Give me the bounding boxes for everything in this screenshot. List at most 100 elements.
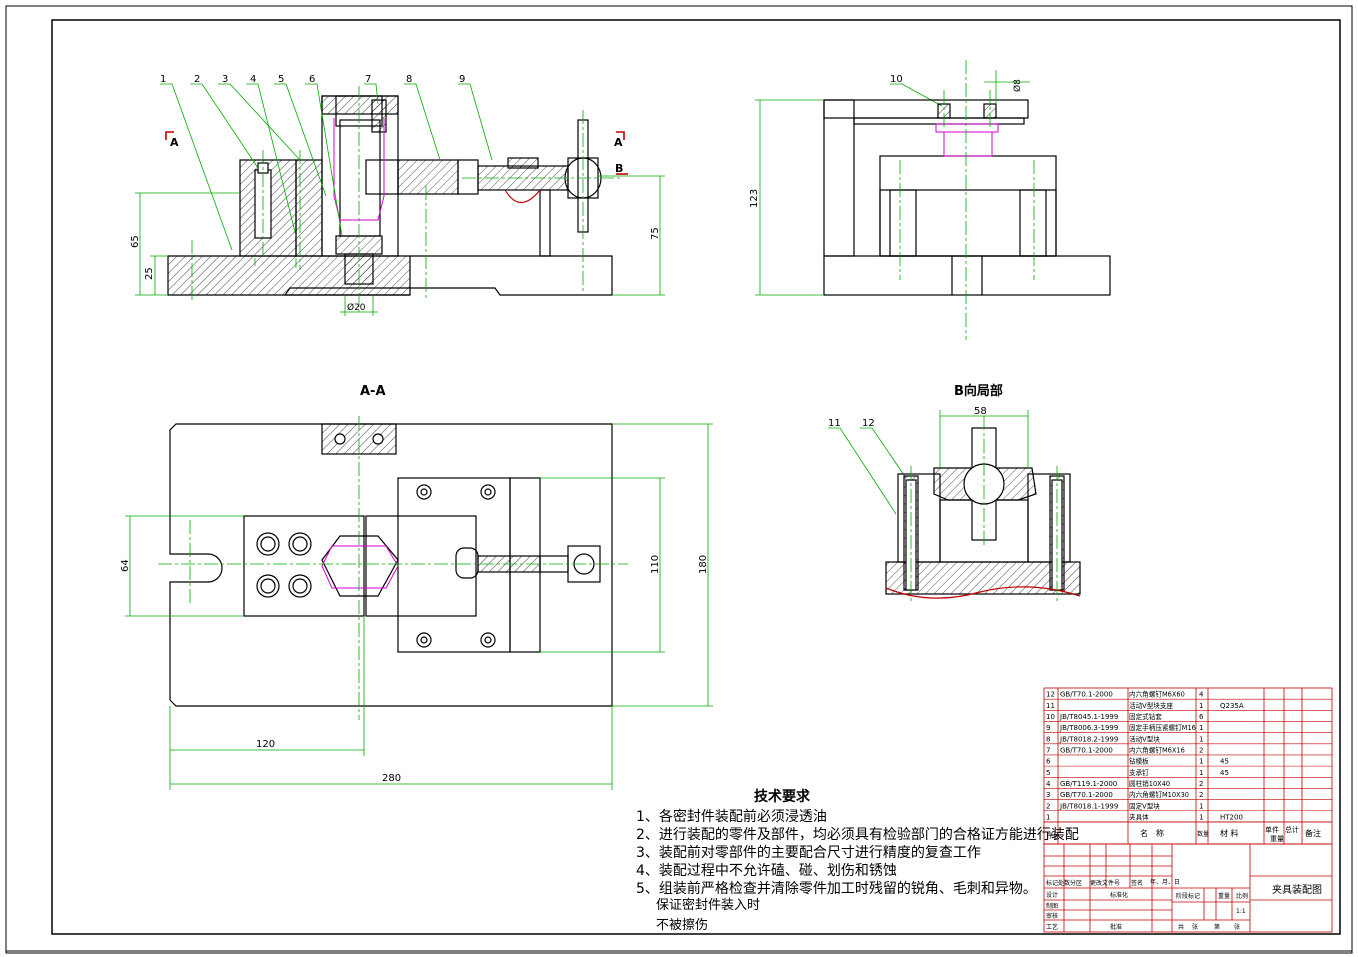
parts-row-name: 内六角螺钉M6X16 bbox=[1129, 745, 1185, 754]
inner-frame bbox=[51, 19, 1341, 935]
plan-view-dimension-lines bbox=[125, 423, 713, 790]
parts-row-name: 内六角螺钉M6X60 bbox=[1129, 690, 1185, 699]
parts-row-material: HT200 bbox=[1220, 813, 1243, 821]
b-view-label: B向局部 bbox=[954, 383, 1003, 399]
tb-process: 工艺 bbox=[1046, 923, 1058, 931]
dim-280: 280 bbox=[382, 773, 401, 784]
tb-draw: 制图 bbox=[1046, 902, 1058, 910]
parts-row-code: GB/T70.1-2000 bbox=[1060, 791, 1113, 799]
side-view-centerlines bbox=[899, 60, 1035, 340]
parts-row-qty: 2 bbox=[1199, 780, 1203, 788]
tb-design: 设计 bbox=[1046, 891, 1058, 899]
leader-number-8: 8 bbox=[406, 74, 412, 85]
parts-row-no: 8 bbox=[1046, 735, 1050, 743]
leader-number-6: 6 bbox=[309, 74, 315, 85]
tb-sheet: 张 bbox=[1234, 923, 1240, 931]
dim-123: 123 bbox=[749, 189, 760, 208]
tb-sheets: 张 bbox=[1192, 923, 1198, 931]
dim-d8: Ø8 bbox=[1012, 79, 1023, 92]
parts-row-name: 活动V型块支座 bbox=[1129, 701, 1173, 710]
dim-58: 58 bbox=[974, 406, 987, 417]
parts-row-code: GB/T70.1-2000 bbox=[1060, 746, 1113, 754]
dim-25: 25 bbox=[144, 267, 155, 280]
dim-180: 180 bbox=[698, 555, 709, 574]
parts-row-name: 固定式钻套 bbox=[1129, 712, 1162, 721]
parts-row-qty: 1 bbox=[1199, 758, 1203, 766]
dim-120: 120 bbox=[256, 739, 275, 750]
parts-row-qty: 1 bbox=[1199, 702, 1203, 710]
tech-req-title: 技术要求 bbox=[754, 789, 810, 805]
b-view-centerlines bbox=[910, 416, 1058, 604]
plan-view bbox=[169, 423, 613, 707]
parts-row-name: 固定V型块 bbox=[1129, 801, 1160, 810]
leader-number-3: 3 bbox=[222, 74, 228, 85]
parts-row-no: 2 bbox=[1046, 802, 1050, 810]
tech-req-item-2: 2、进行装配的零件及部件，均必须具有检验部门的合格证方能进行装配 bbox=[636, 827, 1079, 843]
tb-page: 第 bbox=[1214, 923, 1220, 931]
parts-row-no: 6 bbox=[1046, 758, 1051, 766]
header-name-a: 名 bbox=[1140, 828, 1148, 838]
tb-weight: 重量 bbox=[1218, 892, 1230, 900]
tb-mark: 标记 bbox=[1046, 879, 1058, 887]
parts-row-no: 10 bbox=[1046, 713, 1055, 721]
tb-count: 处数 bbox=[1058, 879, 1070, 887]
section-mark-left: A bbox=[170, 136, 179, 149]
parts-row-qty: 1 bbox=[1199, 724, 1203, 732]
parts-row-code: JB/T8045.1-1999 bbox=[1059, 713, 1118, 721]
tech-req-item-4: 4、装配过程中不允许磕、碰、划伤和锈蚀 bbox=[636, 863, 897, 879]
parts-list-header: 序号 名 称 数量 材 料 单件 总计 重量 备注 bbox=[1047, 825, 1321, 843]
dim-d20: Ø20 bbox=[347, 302, 366, 313]
parts-row-name: 钻模板 bbox=[1129, 757, 1149, 766]
tech-req-cont-1: 保证密封件装入时 bbox=[656, 898, 761, 913]
dim-65: 65 bbox=[130, 235, 141, 248]
parts-row-no: 1 bbox=[1046, 813, 1050, 821]
tech-req-item-3: 3、装配前对零部件的主要配合尺寸进行精度的复查工作 bbox=[636, 845, 981, 861]
plan-view-centerlines bbox=[158, 416, 628, 720]
parts-row-material: 45 bbox=[1220, 758, 1229, 766]
tech-req-cont-2: 不被擦伤 bbox=[656, 918, 709, 933]
side-view-hidden-lines bbox=[935, 123, 999, 157]
parts-row-name: 内六角螺钉M10X30 bbox=[1129, 790, 1189, 799]
header-weight-a: 单件 bbox=[1265, 825, 1279, 834]
parts-row-code: GB/T70.1-2000 bbox=[1060, 691, 1113, 699]
leader-number-9: 9 bbox=[459, 74, 465, 85]
parts-row-no: 9 bbox=[1046, 724, 1050, 732]
section-marks: A A B bbox=[165, 131, 628, 175]
parts-row-name: 圆柱销10X40 bbox=[1129, 779, 1170, 788]
parts-row-code: JB/T8018.2-1999 bbox=[1059, 735, 1118, 743]
parts-row-qty: 1 bbox=[1199, 735, 1203, 743]
parts-row-qty: 2 bbox=[1199, 746, 1203, 754]
parts-row-material: 45 bbox=[1220, 769, 1229, 777]
drawing-name: 夹具装配图 bbox=[1272, 883, 1322, 896]
tb-change-doc: 更改文件号 bbox=[1090, 879, 1120, 887]
side-view bbox=[823, 99, 1111, 296]
leader-number-2: 2 bbox=[194, 74, 200, 85]
leader-number-11: 11 bbox=[828, 418, 841, 429]
tb-approve: 批准 bbox=[1110, 923, 1122, 931]
b-view-dimension-lines bbox=[939, 410, 1029, 468]
header-material: 材 料 bbox=[1220, 828, 1239, 838]
side-view-dimension-lines bbox=[755, 70, 1030, 296]
header-weight-b: 总计 bbox=[1285, 825, 1299, 834]
parts-list-table bbox=[1043, 687, 1333, 933]
leader-numbers: 1 2 3 4 5 6 7 8 9 10 11 12 bbox=[160, 74, 903, 429]
outer-frame bbox=[5, 5, 1353, 954]
parts-row-no: 7 bbox=[1046, 746, 1050, 754]
plan-view-dimension-texts: 64 110 180 120 280 bbox=[120, 555, 709, 784]
dim-110: 110 bbox=[650, 555, 661, 574]
dim-75: 75 bbox=[650, 227, 661, 240]
tb-signature: 签名 bbox=[1131, 879, 1143, 887]
parts-row-no: 5 bbox=[1046, 769, 1050, 777]
tb-stage-mark: 阶段标记 bbox=[1176, 892, 1200, 900]
parts-row-code: GB/T119.1-2000 bbox=[1060, 780, 1117, 788]
tb-standardize: 标准化 bbox=[1110, 891, 1128, 899]
parts-row-name: 支承钉 bbox=[1129, 768, 1149, 777]
parts-row-qty: 1 bbox=[1199, 769, 1203, 777]
parts-row-material: Q235A bbox=[1220, 702, 1244, 710]
parts-row-qty: 4 bbox=[1199, 691, 1204, 699]
b-view-mark: B bbox=[615, 162, 623, 175]
tb-review: 审核 bbox=[1046, 912, 1058, 920]
leader-number-7: 7 bbox=[365, 74, 371, 85]
